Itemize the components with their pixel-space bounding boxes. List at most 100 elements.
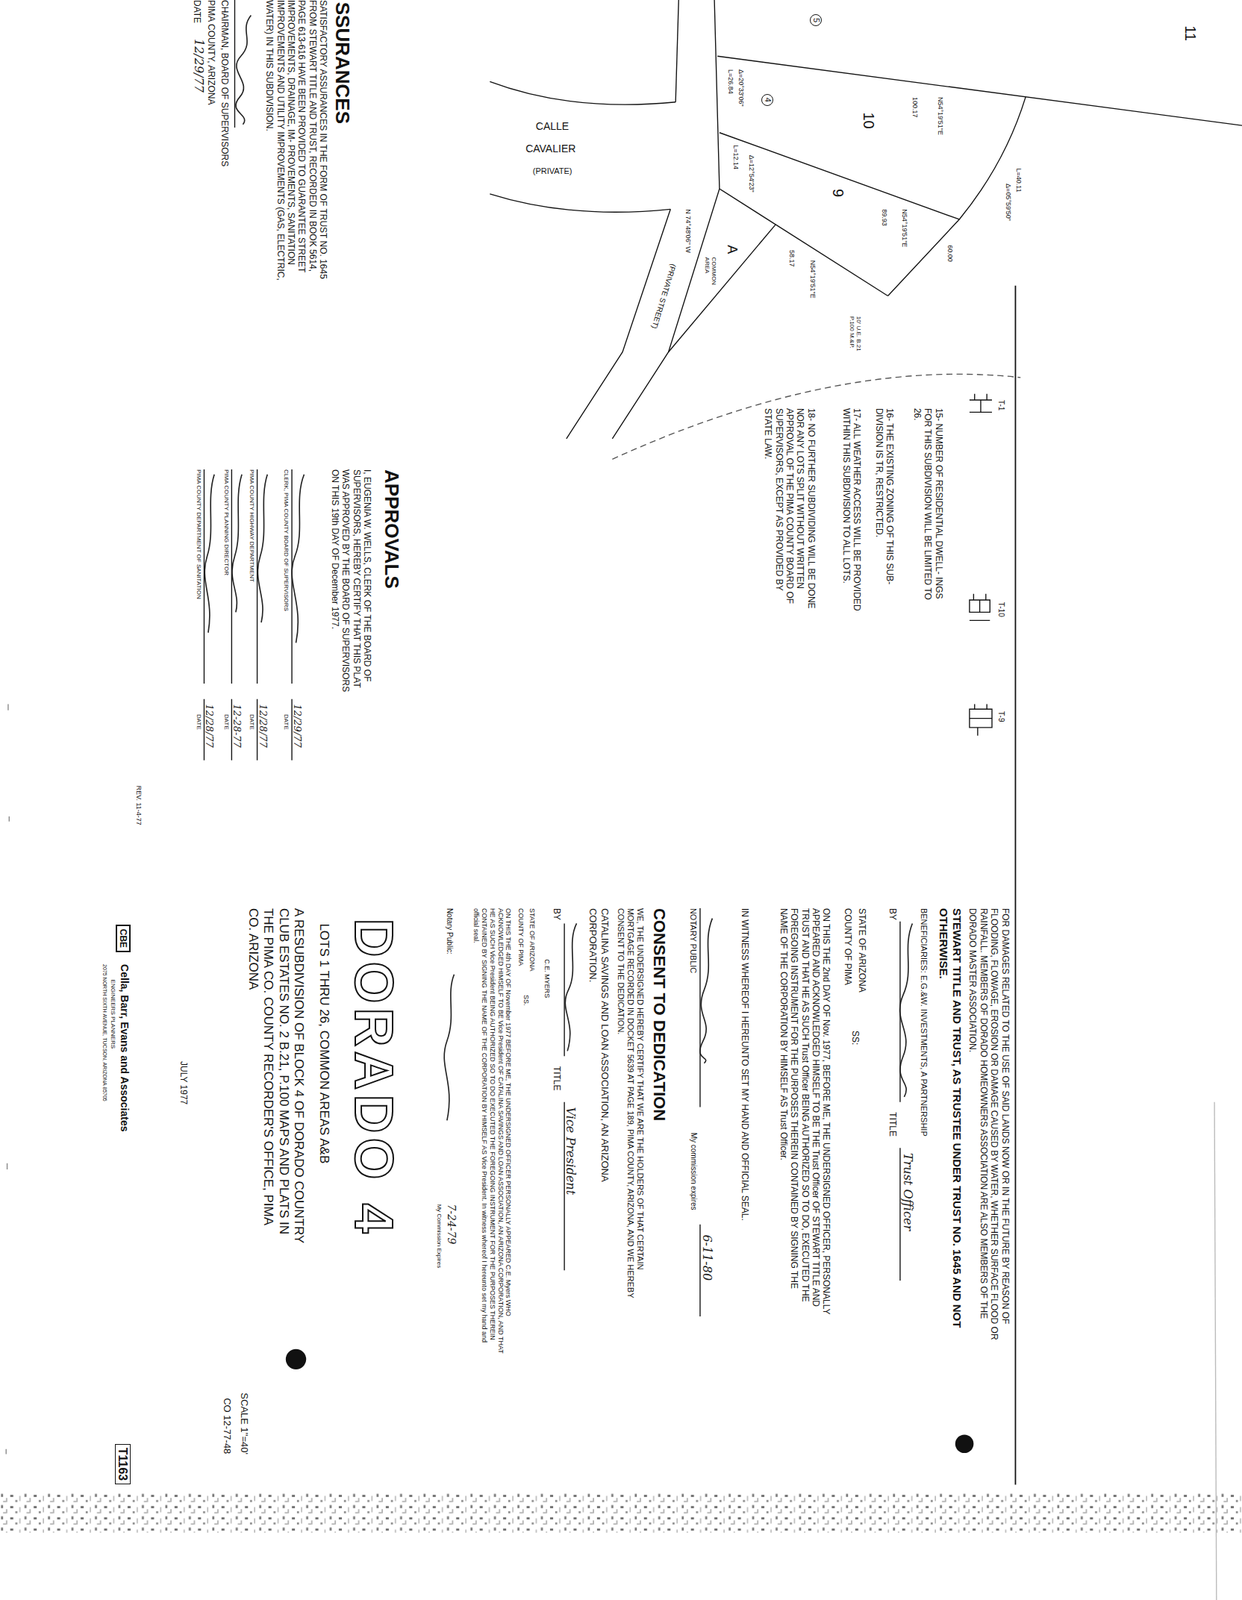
plat-heading: SATISFACTORY ASSURANCES IN THE FORM OF T… <box>264 0 329 281</box>
plat-heading: IN WITNESS WHEREOF I HEREUNTO SET MY HAN… <box>739 908 751 1245</box>
plat-label: PIMA COUNTY, ARIZONA <box>205 0 216 105</box>
plat-heading: STEWART TITLE AND TRUST, AS TRUSTEE UNDE… <box>936 908 964 1389</box>
rear-lot-boundary <box>888 97 1027 297</box>
plat-label: T-10 <box>996 602 1006 618</box>
plat-heading: CATALINA SAVINGS AND LOAN ASSOCIATION, A… <box>586 908 610 1245</box>
plat-label: BY <box>887 908 898 921</box>
plat-heading: APPROVALS <box>379 469 404 589</box>
plat-label: COUNTY OF PIMA <box>842 908 854 986</box>
plat-heading: 10' U.E. B.21 P.100 M.&P. <box>847 316 863 363</box>
scan-noise <box>0 1492 1242 1534</box>
signature <box>257 474 268 623</box>
plat-label: 11 <box>1181 25 1200 42</box>
plat-label: Δ=20°33'06" <box>736 69 745 107</box>
plat-label: My commission expires <box>688 1133 698 1211</box>
lot-line <box>719 188 889 297</box>
lot-line <box>719 132 960 220</box>
plat-heading: A RESUBDIVISION OF BLOCK 4 OF DORADO COU… <box>245 908 307 1245</box>
handwritten-entry: 12-28-77 <box>231 703 244 748</box>
plat-label: CLERK, PIMA COUNTY BOARD OF SUPERVISORS <box>282 469 291 612</box>
plat-label: PIMA COUNTY HIGHWAY DEPARTMENT <box>247 469 256 583</box>
signature-line <box>563 923 565 1271</box>
plat-heading: 15- NUMBER OF RESIDENTIAL DWELL- INGS FO… <box>912 408 945 613</box>
plat-label: 58.17 <box>788 250 797 268</box>
street-name: (PRIVATE) <box>532 166 573 177</box>
plat-heading: 18- NO FURTHER SUBDIVIDING WILL BE DONE … <box>762 408 817 613</box>
plat-label: TITLE <box>551 1066 563 1092</box>
plat-label: 89.93 <box>879 208 889 227</box>
firm-logo: CBE <box>115 924 131 953</box>
sheet-number: T1163 <box>114 1444 131 1485</box>
plat-label: TITLE <box>887 1112 898 1137</box>
plat-heading: ON THIS THE 4th DAY OF November 1977 BEF… <box>471 908 513 1358</box>
plat-label: DATE <box>194 714 203 730</box>
utility-symbol <box>969 703 992 736</box>
street-edge <box>489 194 671 212</box>
plat-label: C.E. MYERS <box>543 959 552 998</box>
street-edge <box>489 81 676 105</box>
plat-heading: COMMON AREA <box>703 257 718 283</box>
sheet-border <box>1015 285 1017 1486</box>
plat-label: 2075 NORTH SIXTH AVENUE, TUCSON, ARIZONA… <box>100 964 107 1102</box>
plat-title: DORADO 4 <box>344 918 404 1239</box>
street-name: (PRIVATE STREET) <box>649 262 678 330</box>
plat-label: SS. <box>521 994 530 1007</box>
plat-heading: ON THIS THE 2nd DAY OF Nov. 1977, BEFORE… <box>777 908 832 1317</box>
plat-label: N54°19'51"E <box>900 208 909 248</box>
plat-label: BENEFICIARIES: E.G.&W. INVESTMENTS, A PA… <box>918 908 929 1137</box>
plat-label: Δ=12°54'23" <box>747 155 756 193</box>
plat-label: PIMA COUNTY PLANNING DIRECTOR <box>222 469 230 576</box>
plat-label: 100.17 <box>910 97 919 118</box>
signature <box>235 15 251 125</box>
handwritten-entry: Vice President <box>563 1107 578 1196</box>
handwritten-entry: 7-24-79 <box>444 1203 458 1245</box>
plat-label: REV. 11-4-77 <box>135 785 144 826</box>
plat-label: CO 12-77-48 <box>220 1397 233 1454</box>
handwritten-entry: 6-11-80 <box>700 1234 715 1281</box>
plat-label: BY <box>551 908 563 921</box>
plat-label: LOTS 1 THRU 26, COMMON AREAS A&B <box>316 923 332 1164</box>
signature <box>291 474 304 644</box>
signature <box>700 918 713 1064</box>
plat-label: Δ=05°59'50" <box>1004 183 1013 221</box>
punch-hole <box>955 1434 975 1454</box>
plat-heading: 17- ALL WEATHER ACCESS WILL BE PROVIDED … <box>841 408 863 613</box>
plat-label: T-1 <box>996 400 1006 411</box>
plat-label: PIMA COUNTY DEPARTMENT OF SANITATION <box>194 469 203 600</box>
plat-heading: 16- THE EXISTING ZONING OF THIS SUB- DIV… <box>873 408 895 613</box>
scan-speck <box>5 703 9 1454</box>
handwritten-entry: Trust Officer <box>900 1153 916 1231</box>
street-edge <box>612 0 720 439</box>
street-edge <box>675 0 679 103</box>
plat-label: DATE <box>222 714 230 730</box>
plat-label: ENGINEERS PLANNERS <box>108 980 117 1049</box>
plat-label: N54°19'51"E <box>808 260 817 299</box>
signature <box>900 923 913 1097</box>
plat-label: DATE <box>247 714 256 730</box>
lot-callout-number: 5 <box>809 14 822 27</box>
plat-heading: Cella, Barr, Evans and Associates <box>117 964 131 1132</box>
plat-label: JULY 1977 <box>178 1061 189 1105</box>
plat-heading: SSURANCES <box>330 2 354 124</box>
plat-label: 9 <box>829 188 848 198</box>
signature <box>232 474 242 613</box>
utility-symbol <box>969 394 992 413</box>
plat-label: N 74°48'06" W <box>683 208 692 254</box>
lot-line <box>717 55 1242 126</box>
signature <box>204 474 215 633</box>
signature <box>565 923 577 1051</box>
signature-line <box>203 469 292 761</box>
plat-label: L=12.14 <box>732 144 741 170</box>
plat-heading: I, EUGENIA W. WELLS, CLERK OF THE BOARD … <box>329 469 374 700</box>
plat-label: T-9 <box>996 711 1006 722</box>
signature-line <box>234 0 236 128</box>
plat-label: 60.00 <box>946 244 955 262</box>
street-name: CALLE <box>535 120 569 133</box>
utility-symbol <box>969 594 990 621</box>
plat-label: NOTARY PUBLIC <box>688 908 698 974</box>
plat-label: A <box>724 244 741 254</box>
